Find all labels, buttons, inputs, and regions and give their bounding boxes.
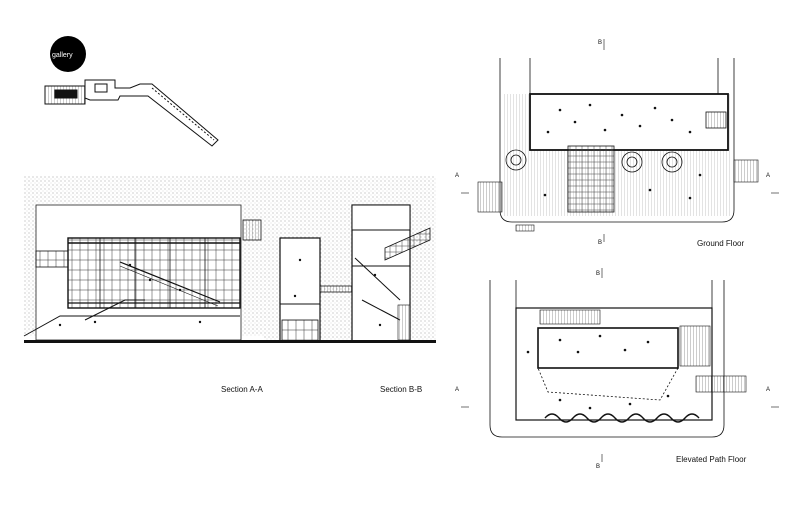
section-a-a-title: Section A-A [221,385,263,394]
gallery-badge: gallery [50,36,86,72]
cut-marker-a-label: A [455,387,459,393]
cut-marker-a-elevated-right: A [766,387,779,408]
elevated-path-floor-plan [489,280,747,438]
cut-marker-b-elevated-top: B [596,268,603,278]
gallery-badge-label: gallery [52,52,73,59]
cut-marker-b-elevated-bottom: B [596,454,603,470]
section-b-b-drawing [264,176,436,343]
section-a-a-drawing [23,176,264,343]
ground-floor-title: Ground Floor [697,239,744,248]
cut-marker-b-label: B [598,240,602,246]
section-b-b-title: Section B-B [380,385,422,394]
cut-marker-b-label: B [598,40,602,46]
cut-marker-b-label: B [596,464,600,470]
cut-marker-b-ground-top: B [598,39,605,50]
cut-marker-b-label: B [596,271,600,277]
elevated-path-floor-title: Elevated Path Floor [676,455,747,464]
cut-marker-a-ground-left: A [455,173,469,194]
cut-marker-a-ground-right: A [766,173,779,194]
ground-floor-plan [477,58,759,232]
key-plan [44,79,219,147]
cut-marker-a-label: A [766,387,770,393]
cut-marker-a-label: A [766,173,770,179]
cut-marker-b-ground-bottom: B [598,234,605,246]
cut-marker-a-label: A [455,173,459,179]
cut-marker-a-elevated-left: A [455,387,469,408]
